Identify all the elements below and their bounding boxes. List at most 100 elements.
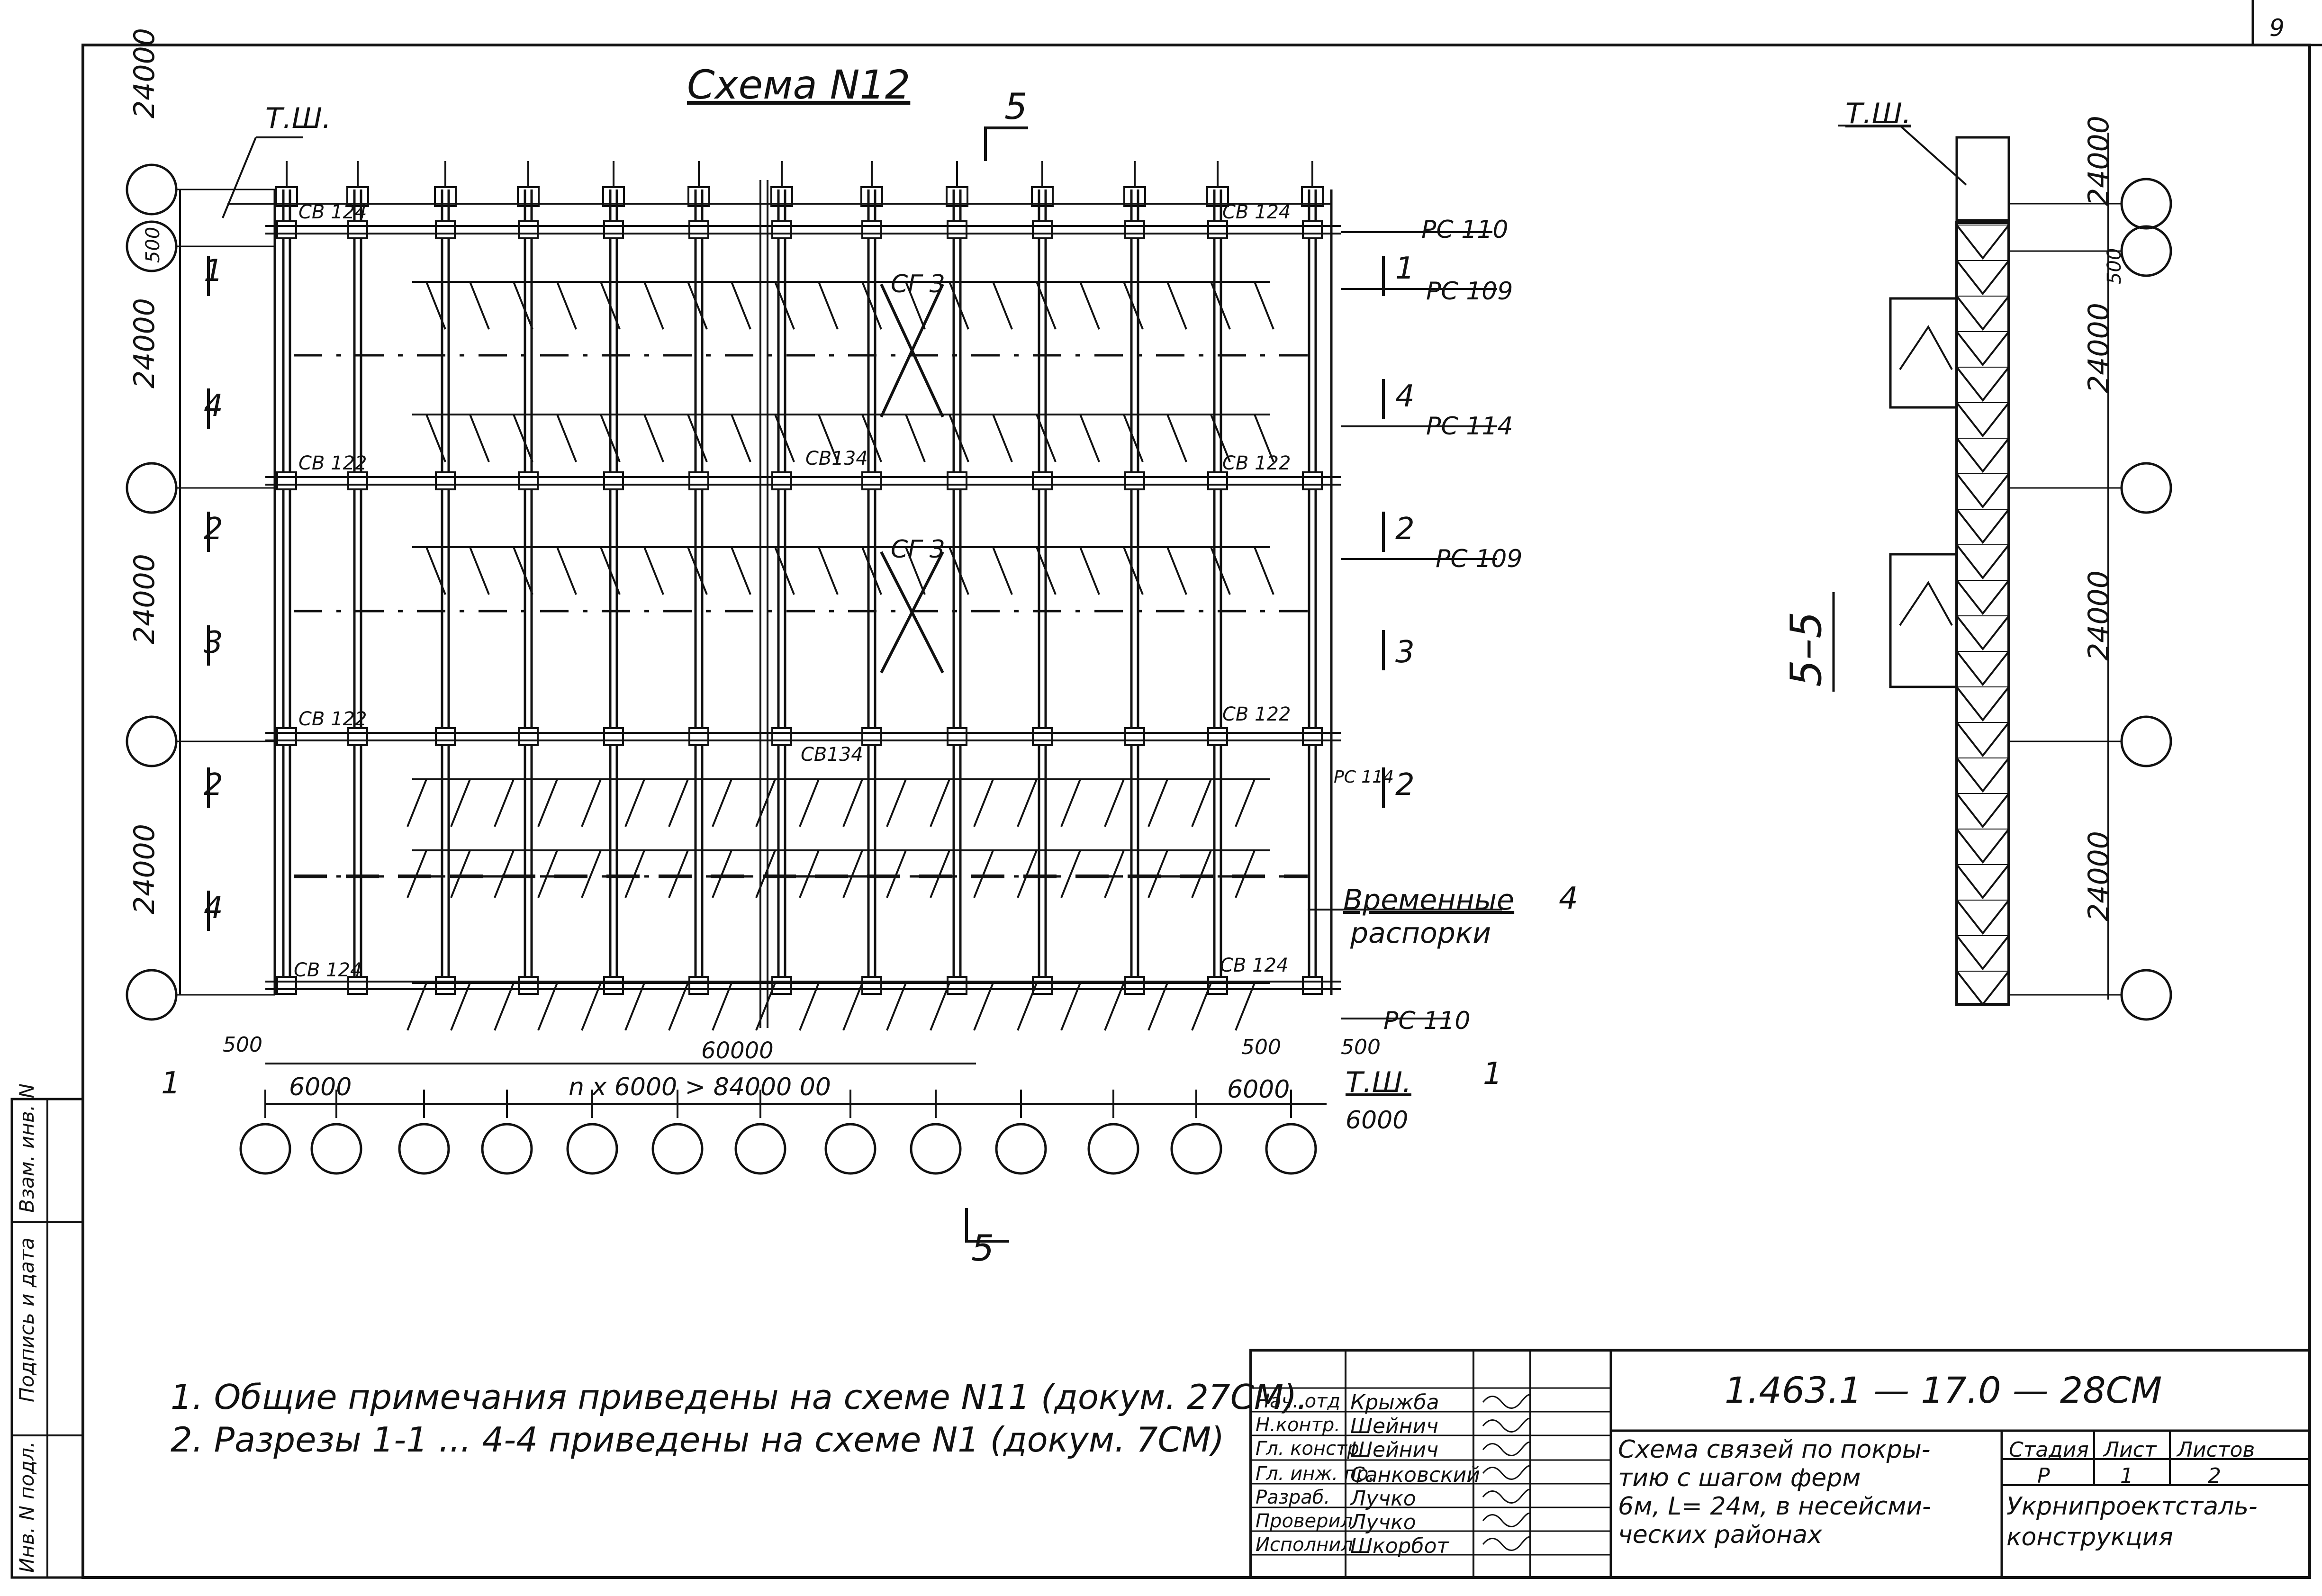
brace-2-7 bbox=[731, 547, 751, 595]
node-6-2 bbox=[771, 727, 792, 746]
sec-axis-circle-4 bbox=[2120, 969, 2172, 1021]
tsh-label-bottom: Т.Ш. bbox=[1346, 1066, 1411, 1099]
dim-60000: 60000 bbox=[701, 1037, 774, 1064]
dim-bays: n x 6000 > 84000 00 bbox=[569, 1073, 831, 1101]
sec-3-left: 3 bbox=[204, 625, 223, 660]
temp-struts-1: Временные bbox=[1343, 884, 1515, 917]
tsh-leader bbox=[222, 137, 257, 218]
brace-4-11 bbox=[886, 850, 907, 898]
role-4: Разраб. bbox=[1256, 1487, 1330, 1508]
brace-1-4 bbox=[600, 414, 621, 462]
brace-1-6 bbox=[687, 414, 708, 462]
axis-circle-bottom-8 bbox=[910, 1123, 962, 1175]
brace-2-16 bbox=[1123, 547, 1144, 595]
brace-4-12 bbox=[930, 850, 950, 898]
brace-1-15 bbox=[1079, 414, 1100, 462]
brace-3-12 bbox=[930, 779, 950, 827]
node-11-1 bbox=[1207, 471, 1228, 490]
brace-0-12 bbox=[949, 281, 969, 330]
brace-2-4 bbox=[600, 547, 621, 595]
brace-3-9 bbox=[799, 779, 820, 827]
brace-3-8 bbox=[755, 779, 776, 827]
brace-1-8 bbox=[774, 414, 795, 462]
section-5-top: 5 bbox=[1004, 85, 1028, 127]
dim-500-br2: 500 bbox=[1341, 1035, 1381, 1059]
brace-0-4 bbox=[600, 281, 621, 330]
node-0-0 bbox=[276, 220, 297, 239]
node-1-2 bbox=[347, 727, 368, 746]
brace-4-18 bbox=[1191, 850, 1212, 898]
brace-5-12 bbox=[930, 983, 950, 1031]
brace-2-5 bbox=[643, 547, 664, 595]
brace-3-1 bbox=[450, 779, 471, 827]
node-10-2 bbox=[1124, 727, 1145, 746]
node-2-0 bbox=[435, 220, 456, 239]
node-9-0 bbox=[1032, 220, 1053, 239]
section-tsh: Т.Ш. bbox=[1845, 97, 1911, 130]
brace-4-2 bbox=[494, 850, 515, 898]
axis-circle-bottom-2 bbox=[398, 1123, 450, 1175]
node-2-1 bbox=[435, 471, 456, 490]
axis-circle-bottom-1 bbox=[310, 1123, 362, 1175]
brace-5-16 bbox=[1104, 983, 1125, 1031]
node-8-3 bbox=[947, 976, 967, 995]
brace-1-5 bbox=[643, 414, 664, 462]
brace-2-17 bbox=[1166, 547, 1187, 595]
brace-4-10 bbox=[842, 850, 863, 898]
brace-3-2 bbox=[494, 779, 515, 827]
brace-3-11 bbox=[886, 779, 907, 827]
name-1: Шейнич bbox=[1350, 1414, 1439, 1438]
sec-web-18 bbox=[1956, 864, 2010, 900]
axis-circle-bottom-5 bbox=[651, 1123, 704, 1175]
val-sheets: 2 bbox=[2208, 1464, 2221, 1488]
brace-2-15 bbox=[1079, 547, 1100, 595]
brace-5-15 bbox=[1060, 983, 1081, 1031]
node-6-1 bbox=[771, 471, 792, 490]
sec-axis-circle-2 bbox=[2120, 462, 2172, 514]
sec-axis-circle-3 bbox=[2120, 715, 2172, 767]
brace-4-5 bbox=[624, 850, 645, 898]
sec-dim-24000-a: 24000 bbox=[2082, 303, 2115, 393]
node-6-3 bbox=[771, 976, 792, 995]
sv124-br: СВ 124 bbox=[1220, 955, 1289, 976]
sec-web-14 bbox=[1956, 721, 2010, 757]
sec-4-right-b: 4 bbox=[1559, 881, 1578, 916]
sec-2-right-a: 2 bbox=[1395, 512, 1415, 547]
desc-1: Схема связей по покры- bbox=[1618, 1435, 1931, 1464]
node-1-1 bbox=[347, 471, 368, 490]
sv122-l1: СВ 122 bbox=[298, 452, 367, 474]
sg3-b: СГ 3 bbox=[891, 535, 945, 564]
brace-2-14 bbox=[1036, 547, 1057, 595]
node-12-1 bbox=[1302, 471, 1323, 490]
axis-circle-bottom-10 bbox=[1087, 1123, 1139, 1175]
sec-2-right-b: 2 bbox=[1395, 767, 1415, 803]
brace-1-9 bbox=[818, 414, 839, 462]
node-7-1 bbox=[861, 471, 882, 490]
signature-2 bbox=[1482, 1441, 1531, 1456]
dim-500-br1: 500 bbox=[1241, 1035, 1281, 1059]
hdr-sheet: Лист bbox=[2104, 1438, 2157, 1462]
side-replace: Взам. инв. N bbox=[15, 1083, 38, 1213]
sec-dim-24000-c: 24000 bbox=[2082, 831, 2115, 921]
brace-1-13 bbox=[992, 414, 1013, 462]
sec-1-left-bottom: 1 bbox=[161, 1066, 181, 1101]
node-4-3 bbox=[603, 976, 624, 995]
node-8-0 bbox=[947, 220, 967, 239]
side-sign: Подпись и дата bbox=[15, 1237, 38, 1402]
node-9-2 bbox=[1032, 727, 1053, 746]
sec-web-15 bbox=[1956, 757, 2010, 793]
brace-4-13 bbox=[973, 850, 994, 898]
name-3: Санковский bbox=[1350, 1463, 1480, 1487]
val-sheet: 1 bbox=[2120, 1464, 2133, 1488]
dim-24000-3: 24000 bbox=[128, 554, 161, 644]
brace-0-19 bbox=[1254, 281, 1274, 330]
name-2: Шейнич bbox=[1350, 1438, 1439, 1462]
sv122-l2: СВ 122 bbox=[298, 708, 367, 730]
sec-web-6 bbox=[1956, 437, 2010, 473]
axis-circle-left-4 bbox=[126, 969, 178, 1021]
brace-5-11 bbox=[886, 983, 907, 1031]
node-7-0 bbox=[861, 220, 882, 239]
sv124-tl: СВ 124 bbox=[298, 201, 367, 223]
node-12-3 bbox=[1302, 976, 1323, 995]
